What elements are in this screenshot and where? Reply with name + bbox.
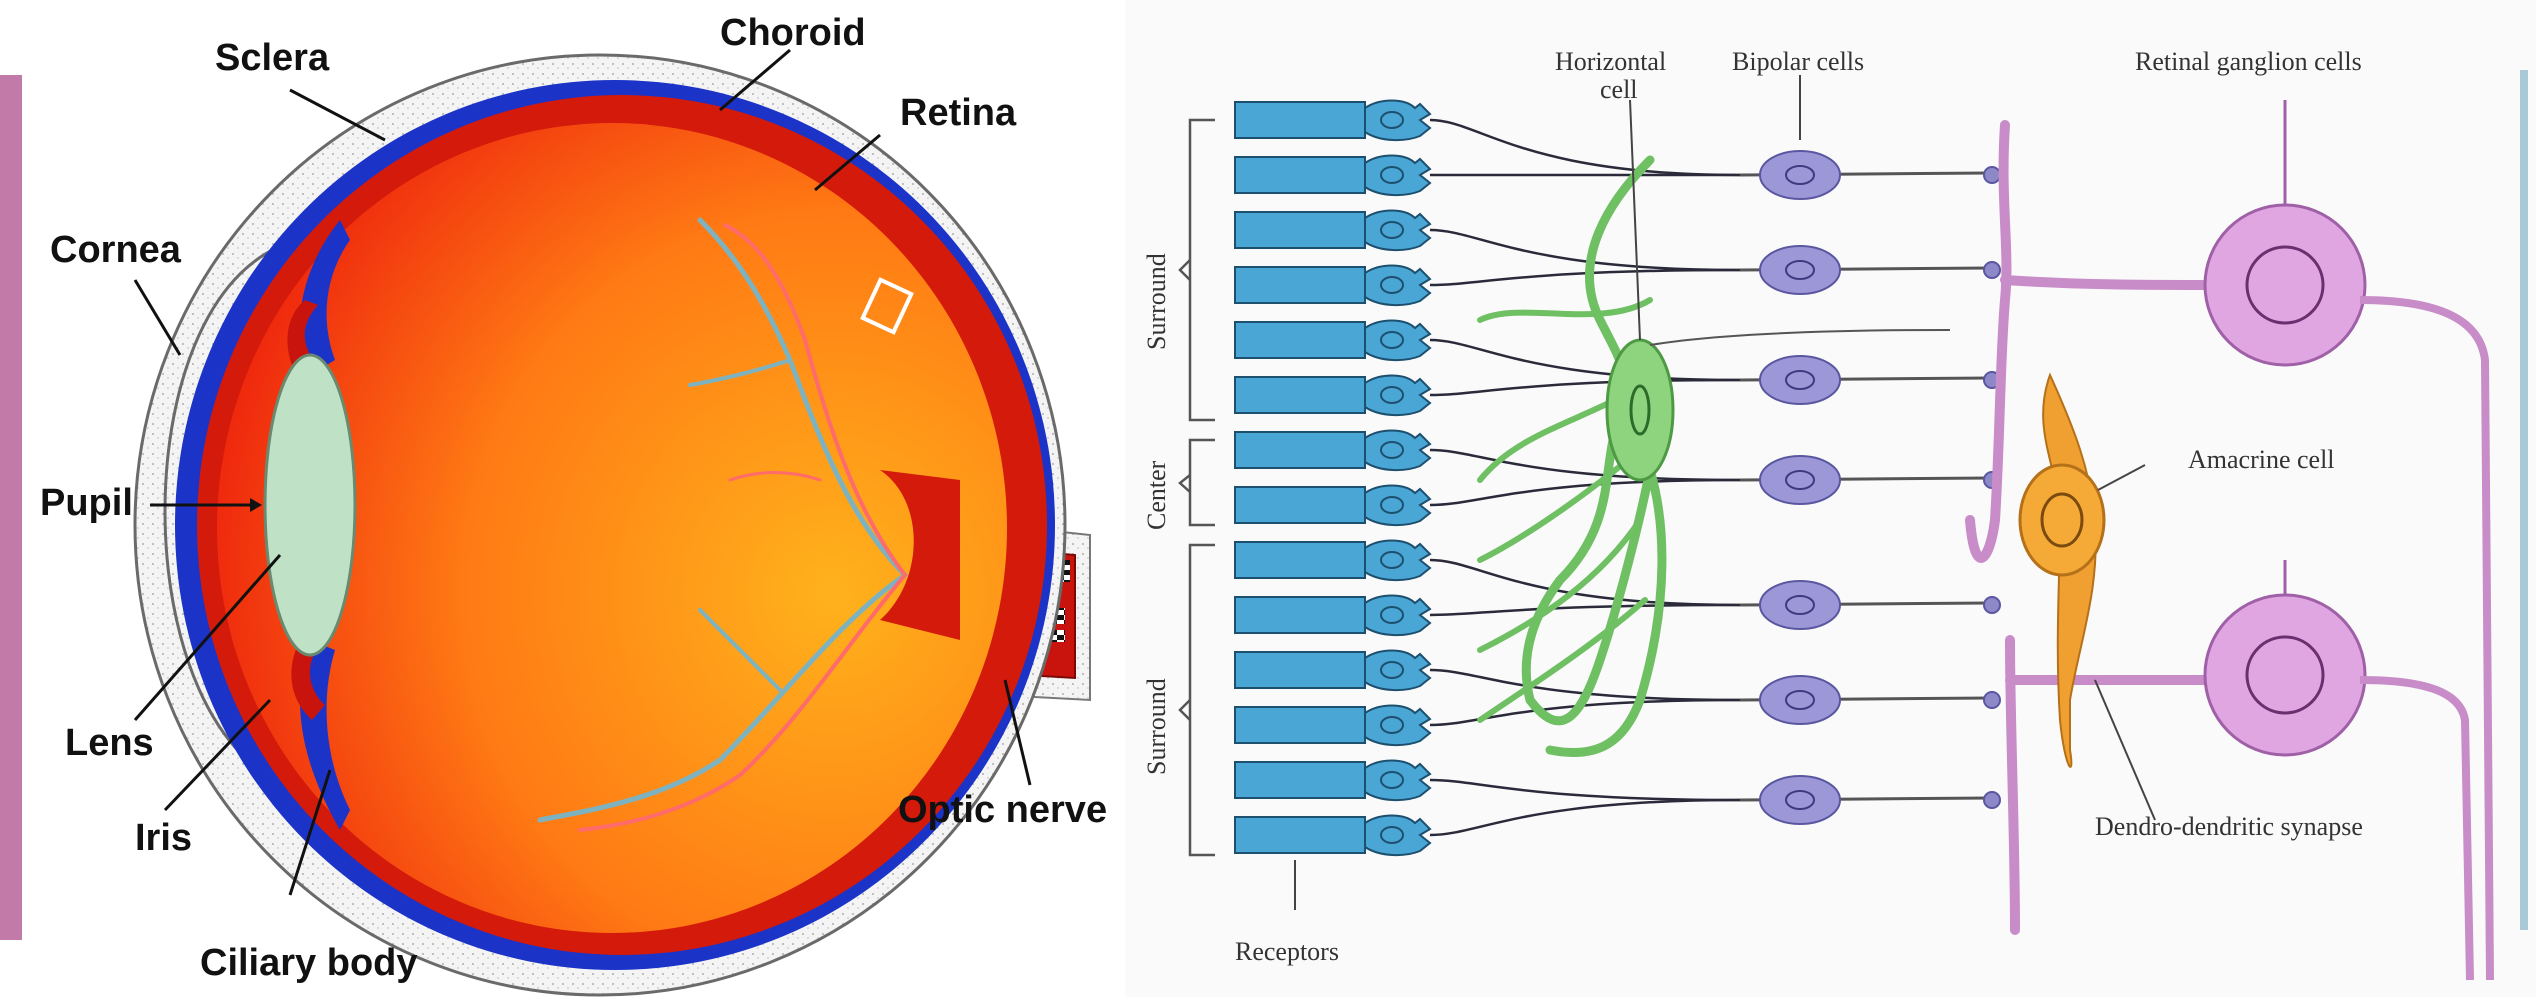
label-cornea: Cornea [50, 229, 182, 271]
label-iris: Iris [135, 817, 192, 859]
retina-circuit-diagram: Horizontal cell Bipolar cells Retinal ga… [1125, 0, 2536, 997]
label-retina: Retina [900, 92, 1017, 134]
left-side-bar [0, 75, 22, 940]
label-center: Center [1142, 460, 1171, 530]
label-dendro-synapse: Dendro-dendritic synapse [2095, 812, 2363, 841]
label-pupil: Pupil [40, 482, 133, 524]
receptor [1235, 101, 1430, 141]
label-surround-bottom: Surround [1142, 678, 1171, 775]
receptor [1235, 651, 1430, 691]
label-lens: Lens [65, 722, 154, 764]
right-edge-bar [2520, 70, 2528, 930]
receptor [1235, 266, 1430, 306]
label-horizontal: Horizontal [1555, 47, 1666, 76]
label-surround-top: Surround [1142, 253, 1171, 350]
label-horizontal-cell: cell [1600, 75, 1638, 104]
label-optic-nerve: Optic nerve [898, 789, 1107, 831]
receptor [1235, 541, 1430, 581]
receptor [1235, 706, 1430, 746]
receptor [1235, 211, 1430, 251]
label-ganglion-cells: Retinal ganglion cells [2135, 47, 2362, 76]
label-bipolar-cells: Bipolar cells [1732, 47, 1864, 76]
receptor [1235, 486, 1430, 526]
label-amacrine-cell: Amacrine cell [2188, 445, 2335, 474]
label-receptors: Receptors [1235, 937, 1339, 966]
receptor [1235, 321, 1430, 361]
receptor [1235, 596, 1430, 636]
lens-shape [265, 355, 355, 655]
label-sclera: Sclera [215, 37, 330, 79]
receptor [1235, 761, 1430, 801]
eye-diagram: Sclera Choroid Retina Cornea Pupil Lens … [0, 0, 1115, 997]
label-choroid: Choroid [720, 12, 866, 54]
ganglion-cell-top [2205, 205, 2365, 365]
receptor [1235, 376, 1430, 416]
ganglion-cell-bottom [2205, 595, 2365, 755]
receptor [1235, 156, 1430, 196]
receptor [1235, 431, 1430, 471]
label-ciliary-body: Ciliary body [200, 942, 418, 984]
receptor [1235, 816, 1430, 856]
